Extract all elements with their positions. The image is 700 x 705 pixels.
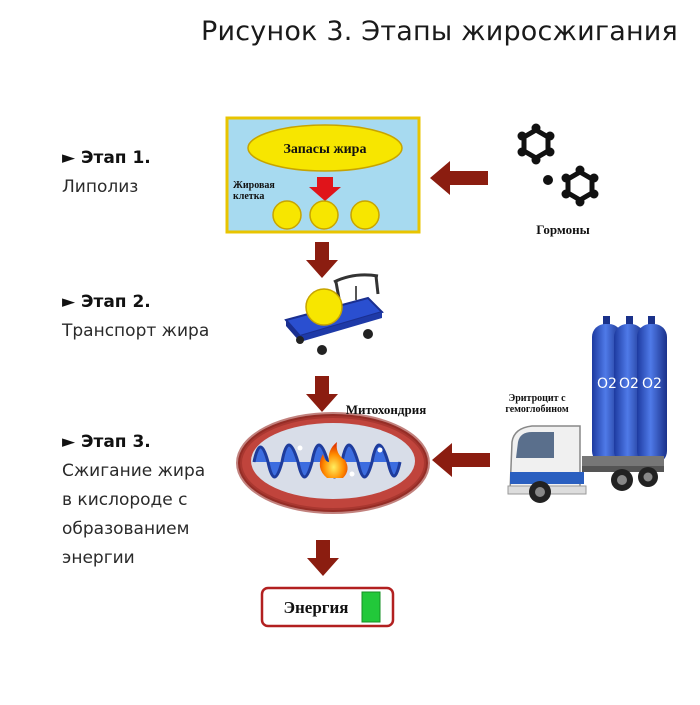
hormones-label: Гормоны	[536, 222, 590, 237]
fat-droplet-2	[309, 200, 339, 230]
fat-droplet-transport	[305, 288, 343, 326]
down-arrow-1	[306, 242, 338, 278]
fat-cell-label-1: Жировая	[233, 180, 275, 191]
stage-3-heading: ► Этап 3.	[62, 432, 151, 452]
truck-label-2: гемоглобином	[505, 404, 569, 415]
stage-3: ► Этап 3. Сжигание жира в кислороде с об…	[62, 428, 205, 573]
fat-cell: Запасы жира Жировая клетка	[225, 116, 421, 234]
mitochondria-icon	[236, 412, 430, 514]
fat-store-label: Запасы жира	[284, 142, 367, 157]
stage-1-line-1: Липолиз	[62, 177, 139, 197]
down-arrow-2	[306, 376, 338, 412]
truck-icon	[507, 425, 664, 503]
fat-droplet-1	[272, 200, 302, 230]
mitochondria-label: Митохондрия	[346, 402, 426, 417]
stage-2: ► Этап 2. Транспорт жира	[62, 288, 209, 346]
energy-battery-icon	[361, 591, 381, 623]
stage-3-line-2: в кислороде с	[62, 490, 188, 510]
oxygen-to-mitochondria-arrow	[432, 443, 490, 477]
oxygen-cylinders-icon	[592, 316, 667, 464]
hormones-to-cell-arrow	[430, 161, 488, 195]
down-arrow-3	[307, 540, 339, 576]
stage-2-heading: ► Этап 2.	[62, 292, 151, 312]
figure-title: Рисунок 3. Этапы жиросжигания	[201, 16, 678, 47]
fat-store-ellipse	[247, 124, 403, 172]
energy-box: Энергия	[260, 586, 395, 628]
truck-label-1: Эритроцит с	[508, 393, 566, 404]
fat-cell-label-2: клетка	[233, 191, 264, 202]
transport-cart-icon	[284, 273, 384, 355]
stage-3-line-4: энергии	[62, 548, 135, 568]
fat-droplet-3	[350, 200, 380, 230]
stage-3-line-3: образованием	[62, 519, 190, 539]
stage-2-line-1: Транспорт жира	[62, 321, 210, 341]
cylinder-label-2: O2	[619, 376, 639, 392]
flame-icon	[319, 442, 348, 478]
stage-3-line-1: Сжигание жира	[62, 461, 206, 481]
cylinder-label-3: O2	[642, 376, 662, 392]
energy-label: Энергия	[283, 598, 348, 617]
stage-1-heading: ► Этап 1.	[62, 148, 151, 168]
hormones-molecule-icon	[517, 123, 599, 207]
stage-1: ► Этап 1. Липолиз	[62, 144, 151, 202]
lipolysis-arrow	[309, 177, 341, 201]
cylinder-label-1: O2	[597, 376, 617, 392]
